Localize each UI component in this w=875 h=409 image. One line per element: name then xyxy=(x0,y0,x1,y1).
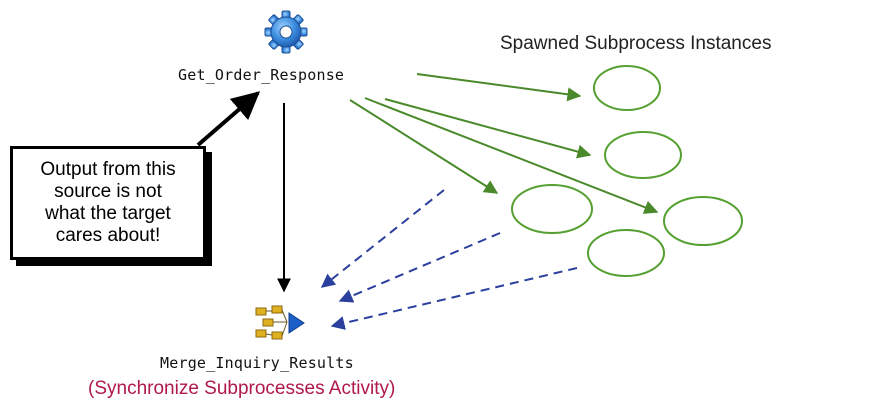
callout-box: Output from this source is not what the … xyxy=(10,146,206,260)
target-node-caption: (Synchronize Subprocesses Activity) xyxy=(88,378,396,399)
callout-text: Output from this source is not what the … xyxy=(40,159,176,246)
callout-arrow xyxy=(196,91,261,147)
subprocess-instance-3[interactable] xyxy=(511,184,593,234)
subprocess-instance-2[interactable] xyxy=(604,131,682,179)
merge-activity-icon[interactable] xyxy=(255,305,305,340)
subprocess-instance-4[interactable] xyxy=(663,196,743,246)
instances-group-title: Spawned Subprocess Instances xyxy=(500,33,772,54)
return-arrow-3 xyxy=(330,267,578,330)
gear-icon[interactable] xyxy=(264,10,308,54)
spawn-arrow-2 xyxy=(384,98,592,159)
subprocess-instance-5[interactable] xyxy=(587,229,665,277)
source-node-label[interactable]: Get_Order_Response xyxy=(178,66,345,84)
spawn-arrow-4 xyxy=(364,97,659,214)
spawn-arrow-3 xyxy=(349,99,499,194)
return-arrow-2 xyxy=(338,232,501,303)
spawn-arrow-1 xyxy=(416,73,582,102)
target-node-label[interactable]: Merge_Inquiry_Results xyxy=(160,354,354,372)
return-arrow-1 xyxy=(320,189,445,288)
subprocess-instance-1[interactable] xyxy=(593,65,661,111)
